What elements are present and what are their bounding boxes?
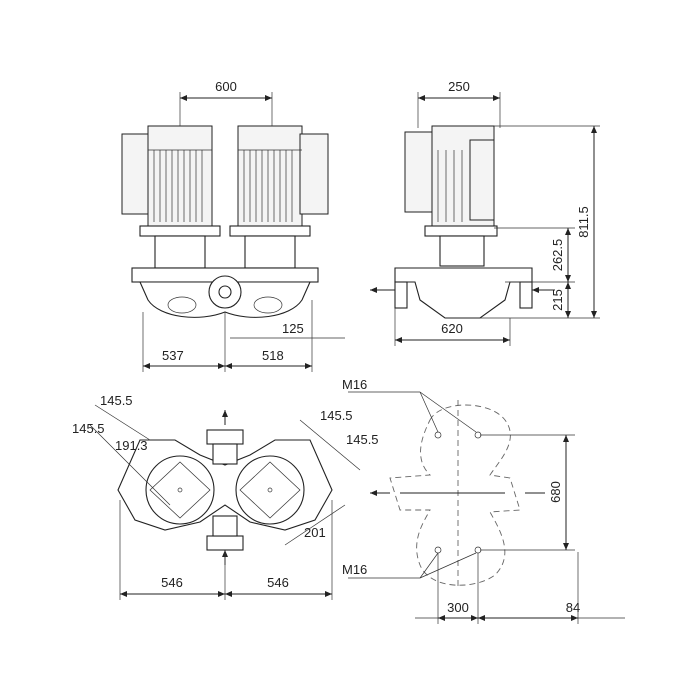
dim-right-145a-label: 145.5 [320,408,353,423]
dim-left-145b-label: 145.5 [72,421,105,436]
left-motor [121,125,221,269]
dim-left-191-label: 191.3 [115,438,148,453]
dim-546-right-label: 546 [267,575,289,590]
front-view: 600 537 518 125 [121,79,345,372]
dim-620-label: 620 [441,321,463,336]
dim-300-label: 300 [447,600,469,615]
dim-250-label: 250 [448,79,470,94]
dim-left-145a-label: 145.5 [100,393,133,408]
dim-right-145b-label: 145.5 [346,432,379,447]
front-pump-housing [131,267,319,318]
right-motor [229,125,329,269]
dim-600-label: 600 [215,79,237,94]
thread-bottom-label: M16 [342,562,367,577]
dim-125-label: 125 [282,321,304,336]
dim-right-201-label: 201 [304,525,326,540]
dim-811-label: 811.5 [576,206,591,238]
bolt-hole-top-left [434,431,442,439]
dim-600: 600 [179,79,273,126]
dim-215-label: 215 [550,289,565,311]
dim-262-label: 262.5 [550,239,565,272]
dim-537-label: 537 [162,348,184,363]
dim-680-label: 680 [548,481,563,503]
bolt-hole-bottom-left [434,546,442,554]
dim-front-bottom: 537 518 125 [142,300,345,372]
thread-top-label: M16 [342,377,367,392]
side-view: 250 811.5 262.5 215 620 [370,79,600,346]
dim-518-label: 518 [262,348,284,363]
base-view: M16 M16 680 300 84 [342,377,625,624]
dim-546-left-label: 546 [161,575,183,590]
top-view: 145.5 145.5 191.3 145.5 145.5 201 546 54… [72,393,379,600]
dim-84-label: 84 [566,600,580,615]
